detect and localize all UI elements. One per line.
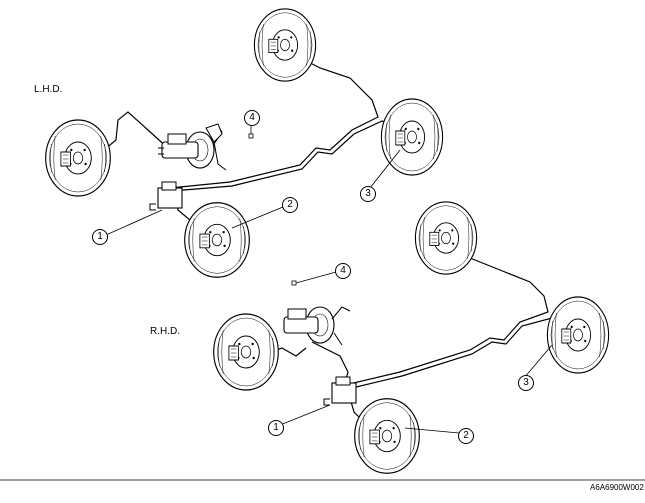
rhd-front-right-wheel: [354, 398, 420, 474]
rhd-assembly: [213, 201, 610, 474]
rhd-master-cylinder: [283, 306, 351, 346]
rhd-callout-1: 1: [268, 420, 284, 436]
lhd-callout-3: 3: [360, 186, 376, 202]
lhd-rear-left-wheel: [253, 8, 317, 82]
rhd-callout-4: 4: [335, 263, 351, 279]
rhd-sensor: [291, 280, 297, 286]
lhd-front-right-wheel: [184, 202, 250, 278]
rhd-rear-right-wheel: [546, 296, 610, 374]
lhd-assembly: [45, 8, 444, 278]
lhd-sensor: [248, 133, 254, 139]
rhd-hydraulic-unit: [323, 376, 357, 406]
figure-code: A6A6900W002: [590, 483, 644, 492]
lhd-hydraulic-unit: [149, 181, 183, 211]
lhd-label: L.H.D.: [34, 84, 63, 95]
rhd-front-left-wheel: [213, 313, 279, 391]
rhd-callout-2: 2: [458, 428, 474, 444]
lhd-rear-right-wheel: [380, 98, 444, 176]
rhd-brake-line-rear: [344, 247, 549, 386]
lhd-callout-2: 2: [282, 197, 298, 213]
lhd-callout-4: 4: [244, 110, 260, 126]
rhd-callout-3: 3: [518, 375, 534, 391]
rhd-label: R.H.D.: [150, 326, 180, 337]
lhd-callout-1: 1: [92, 229, 108, 245]
lhd-brake-line-rear: [169, 49, 379, 189]
lhd-front-left-wheel: [45, 119, 111, 197]
lhd-master-cylinder: [158, 125, 223, 169]
rhd-rear-left-wheel: [414, 201, 478, 275]
